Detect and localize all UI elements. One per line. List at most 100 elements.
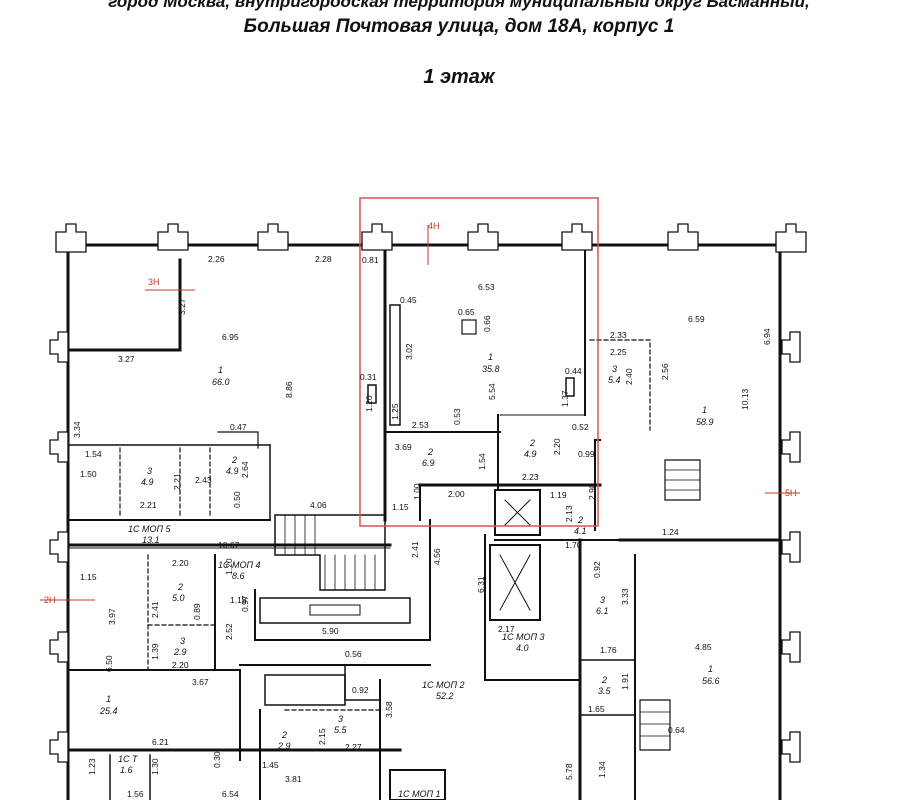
address-line-2: Большая Почтовая улица, дом 18А, корпус … (243, 16, 675, 37)
marker-ticks (40, 225, 800, 601)
dimension-label: 0.56 (345, 649, 362, 659)
dimension-label: 2.27 (345, 742, 362, 752)
dimension-label: 1.70 (565, 540, 582, 550)
dimension-label: 2.00 (448, 489, 465, 499)
dimension-label: 10.13 (740, 388, 750, 410)
pilasters (49, 223, 807, 763)
dimension-label: 0.47 (230, 422, 247, 432)
dimension-label: 1.15 (392, 502, 409, 512)
dimension-label: 4.56 (432, 548, 442, 565)
dimension-label: 6.59 (688, 314, 705, 324)
dimension-label: 2.25 (610, 347, 627, 357)
dimension-label: 5.90 (322, 626, 339, 636)
dimension-label: 0.45 (400, 295, 417, 305)
dimension-label: 1.56 (127, 789, 144, 799)
room-number: 1С Т (118, 754, 139, 764)
dimension-label: 3.58 (384, 701, 394, 718)
room-number: 1С МОП 2 (422, 680, 465, 690)
room-area: 4.9 (141, 477, 154, 487)
room-number: 2 (427, 447, 433, 457)
dimension-label: 5.78 (564, 763, 574, 780)
dimension-label: 3.02 (404, 343, 414, 360)
dimension-label: 0.52 (572, 422, 589, 432)
room-area: 58.9 (696, 417, 714, 427)
dimension-label: 2.53 (412, 420, 429, 430)
dimension-label: 0.99 (578, 449, 595, 459)
dimension-label: 1.19 (550, 490, 567, 500)
room-number: 2 (177, 582, 183, 592)
marker-2n: 2Н (44, 595, 56, 605)
dimension-label: 1.91 (620, 673, 630, 690)
dimension-label: 2.43 (195, 475, 212, 485)
dimension-label: 2.20 (172, 558, 189, 568)
room-area: 6.1 (596, 606, 609, 616)
room-number: 1С МОП 3 (502, 632, 545, 642)
marker-3n: 3Н (148, 277, 160, 287)
dimension-label: 1.34 (597, 761, 607, 778)
dimension-label: 1.18 (230, 595, 247, 605)
dimension-label: 0.31 (360, 372, 377, 382)
dimension-label: 2.28 (315, 254, 332, 264)
unit-4n-highlight (359, 197, 599, 527)
room-area: 5.0 (172, 593, 185, 603)
room-number: 3 (147, 466, 152, 476)
dimension-label: 6.50 (104, 655, 114, 672)
dimension-label: 2.23 (522, 472, 539, 482)
dimension-label: 3.81 (285, 774, 302, 784)
address-line-1: город Москва, внутригородская территория… (108, 0, 810, 11)
room-area: 4.9 (226, 466, 239, 476)
dimension-label: 0.64 (668, 725, 685, 735)
dimension-label: 0.89 (192, 603, 202, 620)
room-labels: 1 66.0 1 35.8 1 58.9 2 6.9 2 4.9 3 5.4 3… (99, 352, 720, 799)
dimension-label: 3.69 (395, 442, 412, 452)
dimension-label: 1.25 (390, 403, 400, 420)
room-number: 1 (218, 365, 223, 375)
dimension-label: 2.15 (317, 728, 327, 745)
room-number: 1С МОП 4 (218, 560, 261, 570)
room-area: 1.6 (120, 765, 133, 775)
dimension-label: 1.20 (364, 395, 374, 412)
room-area: 52.2 (436, 691, 454, 701)
dimension-label: 0.53 (452, 408, 462, 425)
dimension-label: 1.54 (477, 453, 487, 470)
dimension-label: 8.86 (284, 381, 294, 398)
dimension-label: 0.65 (458, 307, 475, 317)
dimension-label: 1.76 (600, 645, 617, 655)
room-number: 1 (106, 694, 111, 704)
dimension-label: 2.41 (150, 601, 160, 618)
dimension-label: 0.44 (565, 366, 582, 376)
room-area: 35.8 (482, 364, 500, 374)
room-number: 3 (600, 595, 605, 605)
dimension-label: 2.40 (624, 368, 634, 385)
dimension-label: 2.33 (610, 330, 627, 340)
dimension-label: 2.64 (240, 461, 250, 478)
dimension-label: 6.54 (222, 789, 239, 799)
room-area: 2.9 (173, 647, 187, 657)
room-area: 5.5 (334, 725, 348, 735)
dimension-label: 6.31 (476, 576, 486, 593)
dimension-label: 1.37 (560, 390, 570, 407)
dimension-label: 1.23 (87, 758, 97, 775)
dimension-label: 2.20 (552, 438, 562, 455)
dimension-label: 2.21 (140, 500, 157, 510)
room-number: 1 (708, 664, 713, 674)
room-number: 2 (281, 730, 287, 740)
room-number: 1 (702, 405, 707, 415)
marker-5n: 5Н (785, 488, 797, 498)
dimension-label: 2.20 (172, 660, 189, 670)
room-number: 3 (612, 364, 617, 374)
room-number: 1 (488, 352, 493, 362)
room-area: 56.6 (702, 676, 720, 686)
dimension-label: 2.52 (224, 623, 234, 640)
dimension-label: 3.27 (118, 354, 135, 364)
dimension-label: 1.15 (80, 572, 97, 582)
room-area: 25.4 (99, 706, 118, 716)
dimension-label: 2.41 (410, 541, 420, 558)
dimension-label: 1.39 (150, 643, 160, 660)
dimension-label: 5.54 (487, 383, 497, 400)
dimension-labels: 2.26 2.28 0.81 3.27 3.27 6.95 8.86 0.47 … (72, 254, 772, 799)
dimension-label: 2.56 (660, 363, 670, 380)
dimension-label: 2.17 (498, 624, 515, 634)
room-area: 3.5 (598, 686, 612, 696)
dimension-label: 2.98 (587, 483, 597, 500)
